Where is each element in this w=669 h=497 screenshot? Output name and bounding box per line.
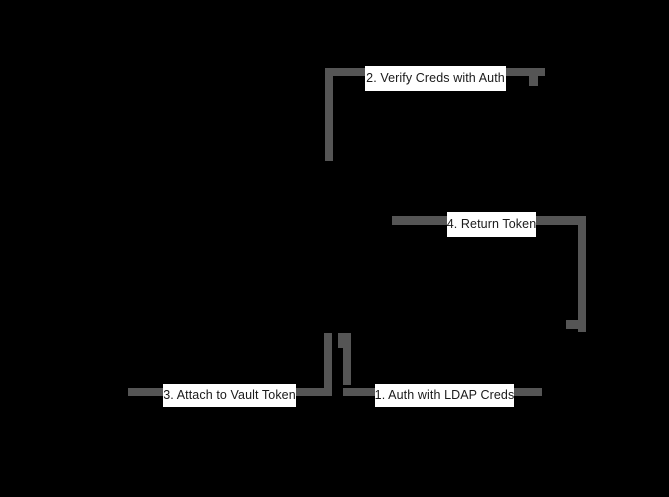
edge-label-step-3: 3. Attach to Vault Token (163, 384, 296, 407)
edge-label-step-2: 2. Verify Creds with Auth (365, 66, 506, 91)
connector-step-1 (338, 333, 542, 396)
connector-step-3 (128, 333, 332, 396)
edge-label-step-4: 4. Return Token (447, 212, 536, 237)
connector-step-2 (325, 68, 545, 161)
connector-step-4 (392, 216, 586, 332)
edge-label-step-1: 1. Auth with LDAP Creds (375, 384, 514, 407)
